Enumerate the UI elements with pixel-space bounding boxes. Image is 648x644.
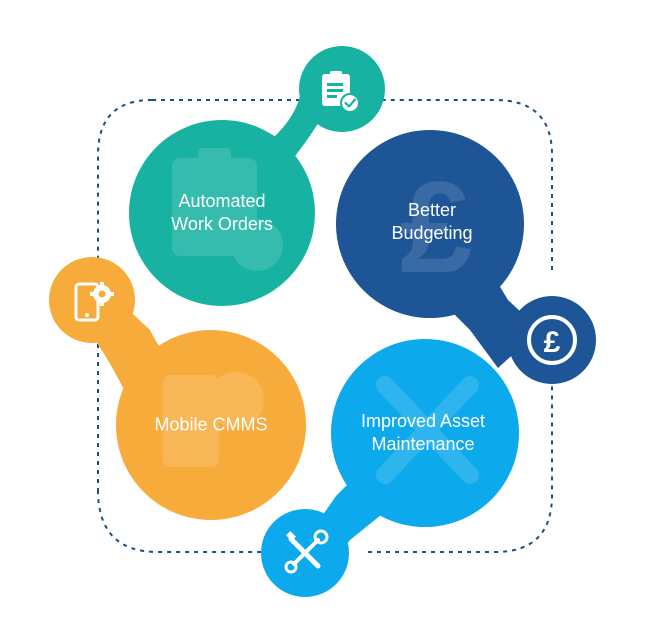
wrench-screwdriver-icon xyxy=(284,529,329,574)
pound-icon: £ xyxy=(527,315,577,365)
budgeting-label: Better Budgeting xyxy=(391,199,472,245)
clipboard-check-icon xyxy=(322,71,360,113)
node-maintenance xyxy=(261,339,519,597)
dashed-frame xyxy=(97,99,553,553)
node-budgeting: £ £ xyxy=(336,130,596,384)
mobile-icon-circle xyxy=(49,257,135,343)
maintenance-label: Improved Asset Maintenance xyxy=(361,410,485,456)
work-orders-circle xyxy=(129,120,315,306)
mobile-gear-icon xyxy=(74,282,114,322)
work-orders-label-line-2: Work Orders xyxy=(171,214,273,234)
node-work-orders xyxy=(129,46,385,306)
work-orders-ghost-icon xyxy=(172,148,283,271)
budgeting-ghost-icon: £ xyxy=(400,154,472,300)
svg-text:£: £ xyxy=(544,326,561,359)
budgeting-label-line-2: Budgeting xyxy=(391,223,473,243)
maintenance-label-line-2: Maintenance xyxy=(371,434,475,454)
work-orders-label-line-1: Automated xyxy=(178,191,266,211)
mobile-circle xyxy=(116,330,306,520)
node-mobile xyxy=(49,257,306,520)
maintenance-label-line-1: Improved Asset xyxy=(360,411,486,431)
budgeting-circle xyxy=(336,130,524,318)
mobile-label: Mobile CMMS xyxy=(154,414,267,437)
mobile-label-line-1: Mobile CMMS xyxy=(154,414,268,435)
maintenance-ghost-icon xyxy=(376,376,479,484)
work-orders-label: Automated Work Orders xyxy=(171,190,273,236)
maintenance-circle xyxy=(331,339,519,527)
budgeting-label-line-1: Better xyxy=(407,200,457,220)
mobile-ghost-icon xyxy=(163,372,264,467)
